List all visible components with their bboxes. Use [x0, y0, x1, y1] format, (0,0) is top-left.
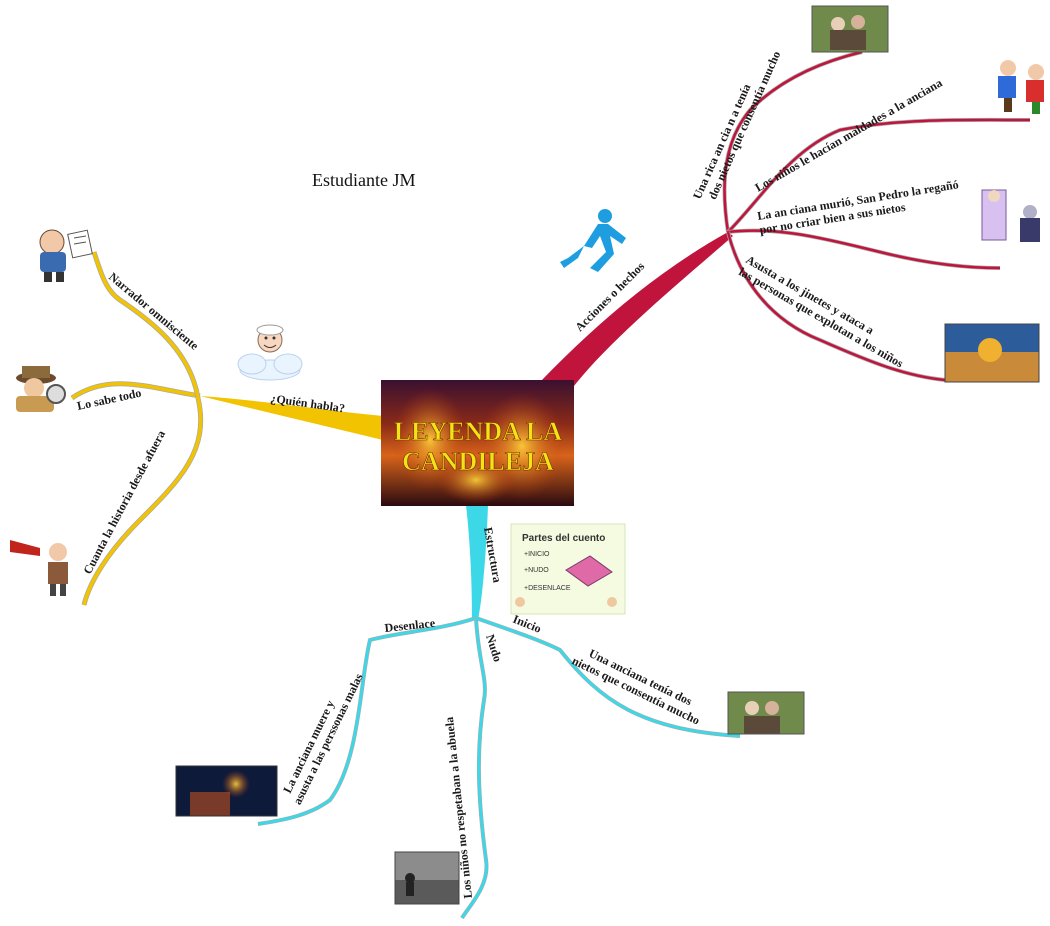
structure-branch-inicio: [475, 616, 741, 738]
actions-branch-1: [723, 50, 863, 233]
story-parts-item-3: +DESENLACE: [524, 585, 571, 592]
structure-nudo-label: Nudo: [483, 633, 505, 664]
central-title-line-2: CANDILEJA: [402, 447, 554, 476]
structure-main-branch: [466, 505, 488, 620]
central-title-line-1: LEYENDA LA: [394, 417, 563, 446]
structure-desenlace-label: Desenlace: [384, 616, 437, 635]
actions-branch-3: [727, 229, 1001, 270]
narrator-branch-lo-sabe: [71, 382, 201, 400]
story-parts-item-2: +NUDO: [524, 567, 549, 574]
central-topic[interactable]: LEYENDA LA CANDILEJA: [381, 380, 574, 506]
actions-branch-4: [726, 231, 946, 382]
story-parts-card: Partes del cuento +INICIO +NUDO +DESENLA…: [510, 523, 626, 615]
narrator-branch-afuera: [82, 397, 203, 606]
story-parts-item-1: +INICIO: [524, 551, 550, 558]
detective-icon: [16, 366, 66, 412]
author-label: Estudiante JM: [312, 170, 416, 190]
megaphone-man-icon: [10, 540, 68, 596]
actions-child-4: Asusta a los jinetes y ataca a las perso…: [737, 252, 914, 370]
photo-nudo-bw: [394, 851, 460, 905]
kids-fighting-icon: [998, 60, 1044, 114]
branch-narrator: ¿Quién habla? Narrador omnisciente Lo sa…: [10, 229, 383, 606]
running-person-icon: [560, 209, 626, 272]
saint-peter-icon: [981, 189, 1040, 242]
photo-desenlace-fire: [175, 765, 278, 817]
actions-main-branch: [540, 232, 733, 386]
branch-actions: Acciones o hechos Una rica an cia n a te…: [540, 5, 1044, 386]
actions-child-4-line-1: Asusta a los jinetes y ataca a: [744, 252, 877, 337]
narrator-child-1: Narrador omnisciente: [106, 270, 202, 354]
branch-structure: Estructura Desenlace Inicio Nudo Una anc…: [175, 505, 805, 920]
narrator-main-branch: [200, 396, 383, 440]
structure-branch-desenlace: [257, 616, 477, 826]
actions-child-2: Los niños le hacían maldades a la ancian…: [753, 76, 945, 195]
photo-grandma-thumbnail: [811, 5, 889, 53]
cloud-speaker-icon: [237, 324, 303, 381]
narrator-branch-omnisciente: [92, 251, 200, 399]
structure-branch-nudo: [460, 617, 488, 919]
actions-child-4-line-2: las personas que explotan a los niños: [737, 265, 907, 371]
story-parts-title: Partes del cuento: [522, 533, 605, 544]
photo-candileja-scene: [944, 323, 1040, 383]
actions-child-3: La an ciana murió, San Pedro la regañó p…: [756, 177, 964, 237]
photo-grandma-inicio: [727, 691, 805, 735]
reading-man-icon: [39, 229, 93, 282]
actions-branch-2: [727, 118, 1031, 233]
